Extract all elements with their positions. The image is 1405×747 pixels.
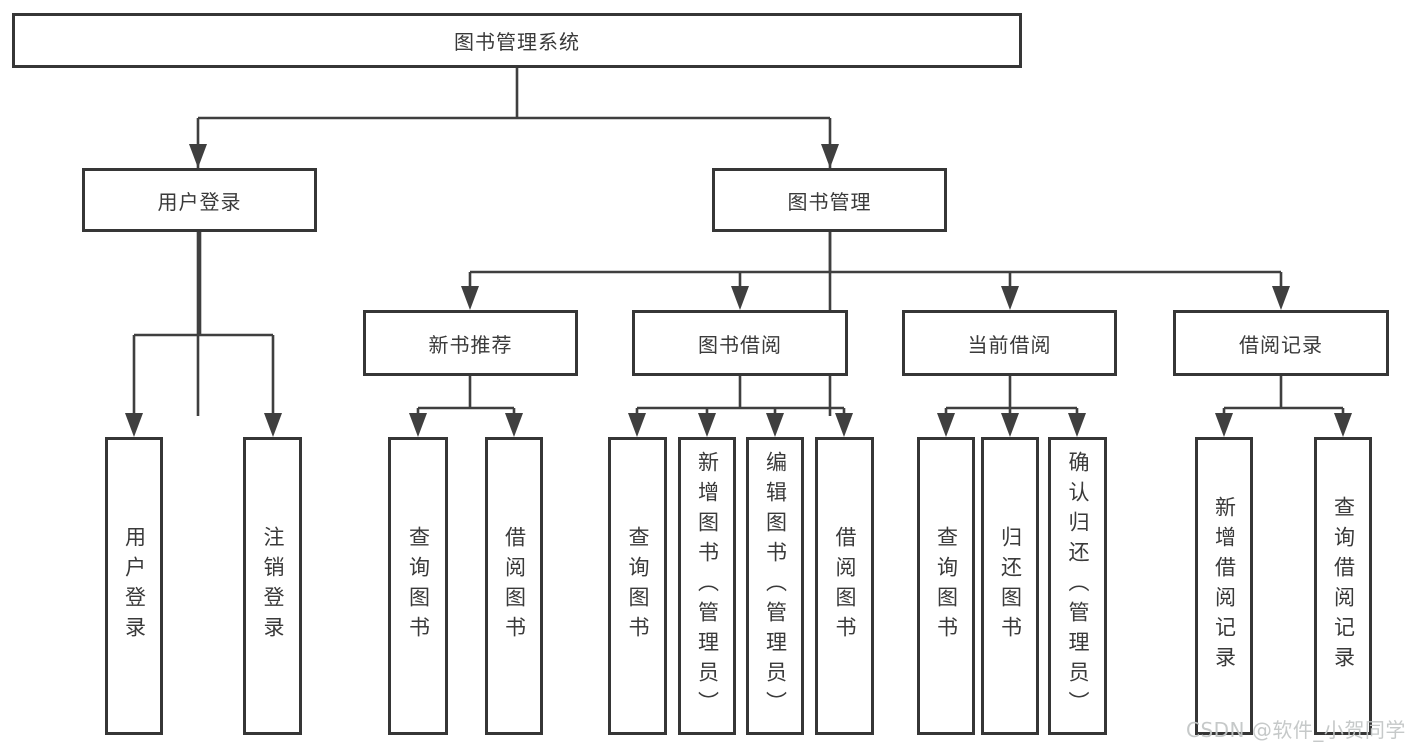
leaf-add-books-admin: 新增图书（管理员） [678,437,736,735]
node-book-management-label: 图书管理 [787,189,872,214]
leaf-edit-books-admin-label: 编辑图书（管理员） [763,451,788,721]
connector-user-login-children [125,232,282,437]
leaf-query-books-3: 查询图书 [917,437,975,735]
node-user-login-label: 用户登录 [157,189,242,214]
leaf-borrow-books-1: 借阅图书 [485,437,543,735]
connector-book-borrowing-children [628,376,853,437]
leaf-add-borrow-record-label: 新增借阅记录 [1212,496,1237,676]
leaf-borrow-books-1-label: 借阅图书 [502,526,527,646]
leaf-query-books-3-label: 查询图书 [934,526,959,646]
connector-new-book-recommend-children [409,376,523,437]
leaf-borrow-books-2: 借阅图书 [815,437,874,735]
leaf-query-books-1: 查询图书 [388,437,448,735]
connector-current-borrowing-children [937,376,1086,437]
node-book-borrowing: 图书借阅 [632,310,848,376]
leaf-borrow-books-2-label: 借阅图书 [833,526,857,646]
connector-root-to-level2 [189,68,839,416]
leaf-query-books-1-label: 查询图书 [406,526,431,646]
node-root: 图书管理系统 [12,13,1022,68]
node-book-borrowing-label: 图书借阅 [698,332,782,357]
csdn-watermark: CSDN @软件_小贺同学 [1186,718,1405,742]
leaf-query-books-2: 查询图书 [608,437,667,735]
node-root-label: 图书管理系统 [454,30,580,54]
node-borrowing-records: 借阅记录 [1173,310,1389,376]
node-current-borrowing: 当前借阅 [902,310,1117,376]
node-book-management: 图书管理 [712,168,947,232]
leaf-edit-books-admin: 编辑图书（管理员） [746,437,804,735]
node-new-book-recommend: 新书推荐 [363,310,578,376]
node-borrowing-records-label: 借阅记录 [1239,332,1323,357]
leaf-add-borrow-record: 新增借阅记录 [1195,437,1253,735]
leaf-user-login-label: 用户登录 [122,526,147,646]
node-current-borrowing-label: 当前借阅 [967,332,1052,357]
leaf-user-login: 用户登录 [105,437,163,735]
node-new-book-recommend-label: 新书推荐 [428,332,513,357]
connector-book-management-level3 [461,232,1290,310]
leaf-return-books: 归还图书 [981,437,1039,735]
leaf-return-books-label: 归还图书 [998,526,1023,646]
leaf-add-books-admin-label: 新增图书（管理员） [695,451,720,721]
leaf-query-borrow-record: 查询借阅记录 [1314,437,1372,735]
connector-borrowing-records-children [1215,376,1352,437]
leaf-logout: 注销登录 [243,437,302,735]
node-user-login: 用户登录 [82,168,317,232]
leaf-query-books-2-label: 查询图书 [626,526,650,646]
leaf-query-borrow-record-label: 查询借阅记录 [1331,496,1356,676]
leaf-confirm-return-admin-label: 确认归还（管理员） [1066,451,1090,721]
leaf-logout-label: 注销登录 [261,526,285,646]
leaf-confirm-return-admin: 确认归还（管理员） [1048,437,1107,735]
